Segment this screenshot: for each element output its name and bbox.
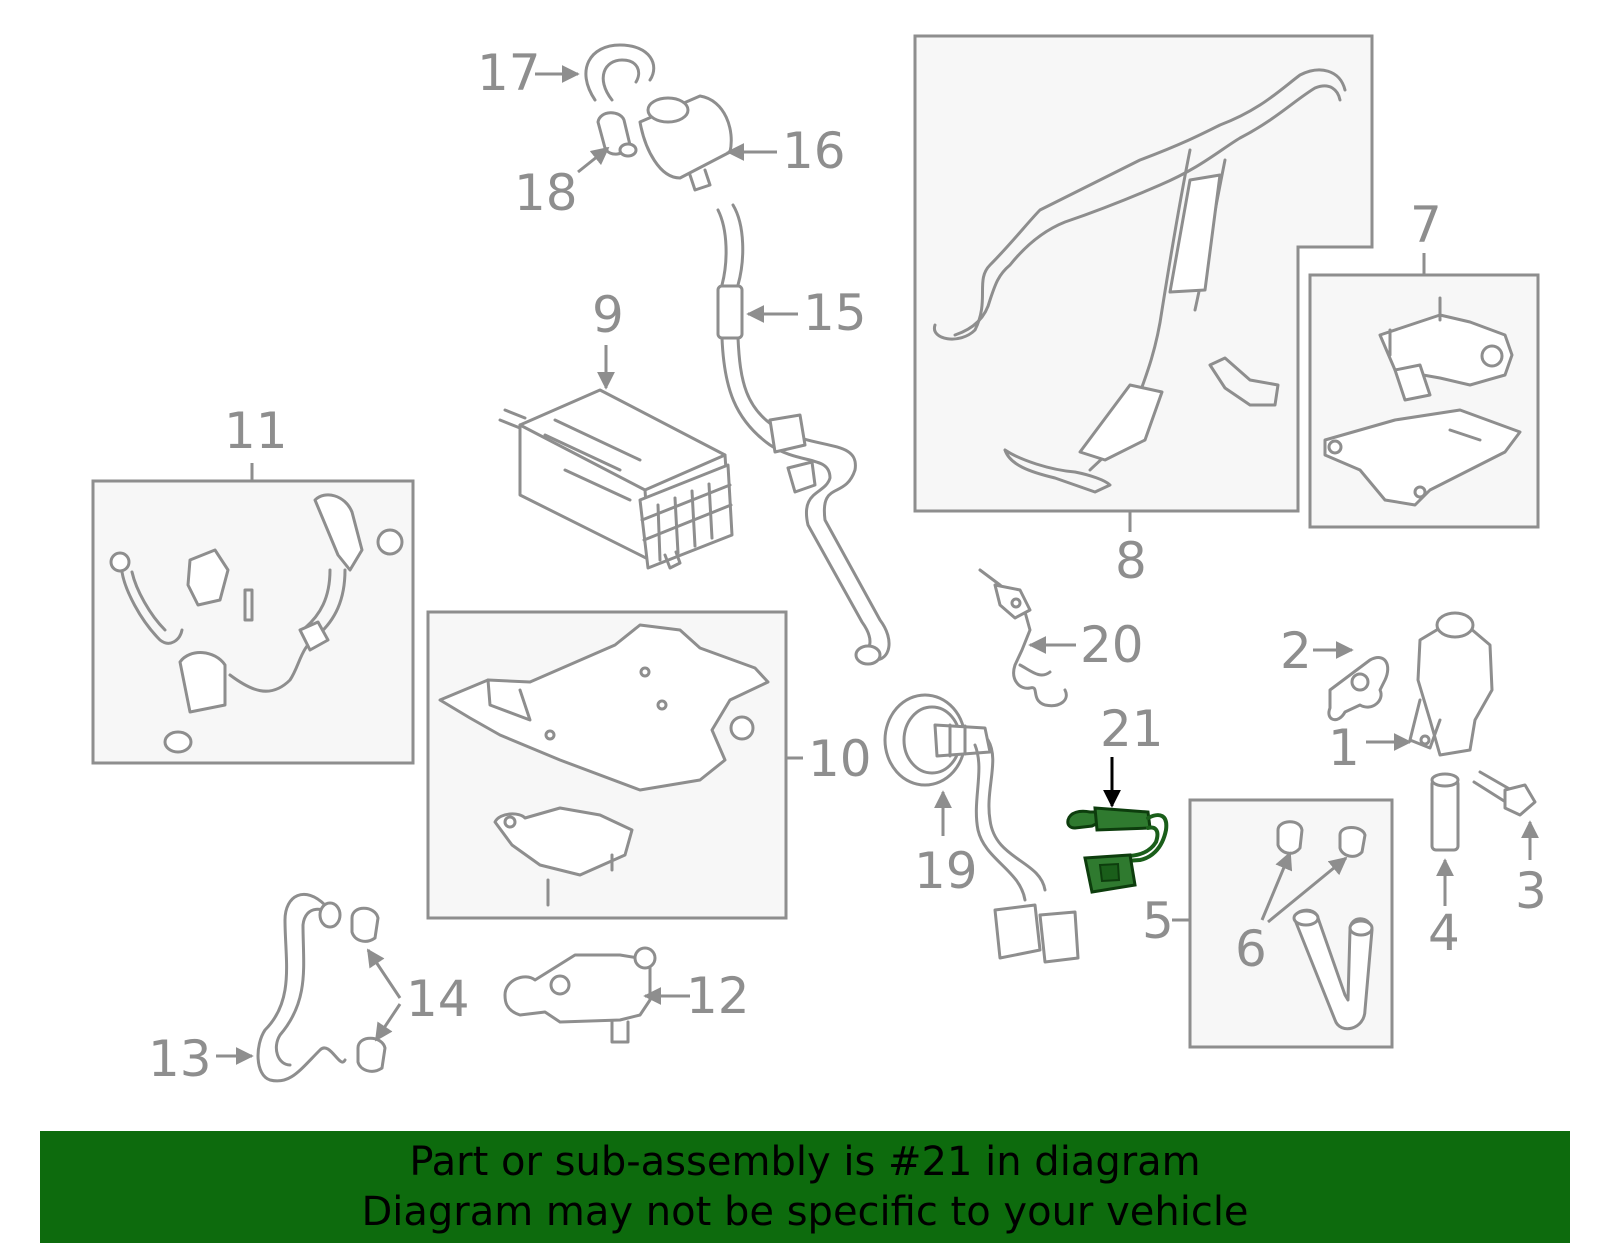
part-4-pin [1430, 772, 1460, 852]
box-part-11 [91, 479, 415, 765]
part-2-gasket [1327, 656, 1390, 722]
part-18-valve [596, 111, 638, 158]
part-3-bolt [1472, 770, 1537, 817]
part-10-shield [438, 623, 770, 907]
label-14: 14 [406, 970, 470, 1028]
label-4: 4 [1428, 904, 1460, 962]
label-1: 1 [1328, 719, 1360, 777]
part-13-hose [256, 892, 347, 1083]
label-12: 12 [686, 967, 750, 1025]
part-15-hose [716, 203, 891, 666]
part-1-valve [1408, 611, 1494, 757]
part-20-bracket [978, 568, 1068, 708]
box-part-8 [913, 34, 1374, 513]
label-18: 18 [514, 164, 578, 222]
label-9: 9 [592, 286, 624, 344]
part-6-clamps [1276, 820, 1367, 858]
label-19: 19 [914, 842, 978, 900]
part-16-canister [638, 94, 733, 192]
label-17: 17 [477, 44, 541, 102]
part-7-bracket [1323, 296, 1522, 507]
part-8-tube-assembly [933, 68, 1347, 494]
part-21-sensor-highlighted [1066, 806, 1169, 894]
label-5: 5 [1142, 892, 1174, 950]
arrow-18 [577, 146, 610, 174]
label-10: 10 [808, 730, 872, 788]
label-3: 3 [1515, 862, 1547, 920]
banner-line-1: Part or sub-assembly is #21 in diagram [409, 1139, 1201, 1185]
part-9-charcoal-canister [498, 388, 734, 570]
arrow-14a [366, 948, 402, 999]
label-11: 11 [224, 402, 288, 460]
part-12-valve [503, 946, 657, 1044]
part-17-hose [584, 43, 656, 102]
label-15: 15 [803, 284, 867, 342]
arrow-6a [1260, 851, 1293, 921]
label-8: 8 [1115, 532, 1147, 590]
label-16: 16 [782, 122, 846, 180]
info-banner: Part or sub-assembly is #21 in diagram D… [40, 1131, 1570, 1243]
label-20: 20 [1080, 616, 1144, 674]
label-21: 21 [1100, 700, 1164, 758]
label-2: 2 [1280, 622, 1312, 680]
label-13: 13 [148, 1030, 212, 1088]
part-11-assembly [109, 493, 404, 754]
label-6: 6 [1235, 920, 1267, 978]
part-14-clamps [350, 906, 387, 1073]
arrow-14b [374, 1003, 402, 1042]
banner-line-2: Diagram may not be specific to your vehi… [361, 1189, 1249, 1235]
part-19-sensor [883, 693, 1080, 964]
part-5-tube [1292, 908, 1374, 1031]
arrow-6b [1267, 856, 1348, 924]
label-7: 7 [1410, 196, 1442, 254]
